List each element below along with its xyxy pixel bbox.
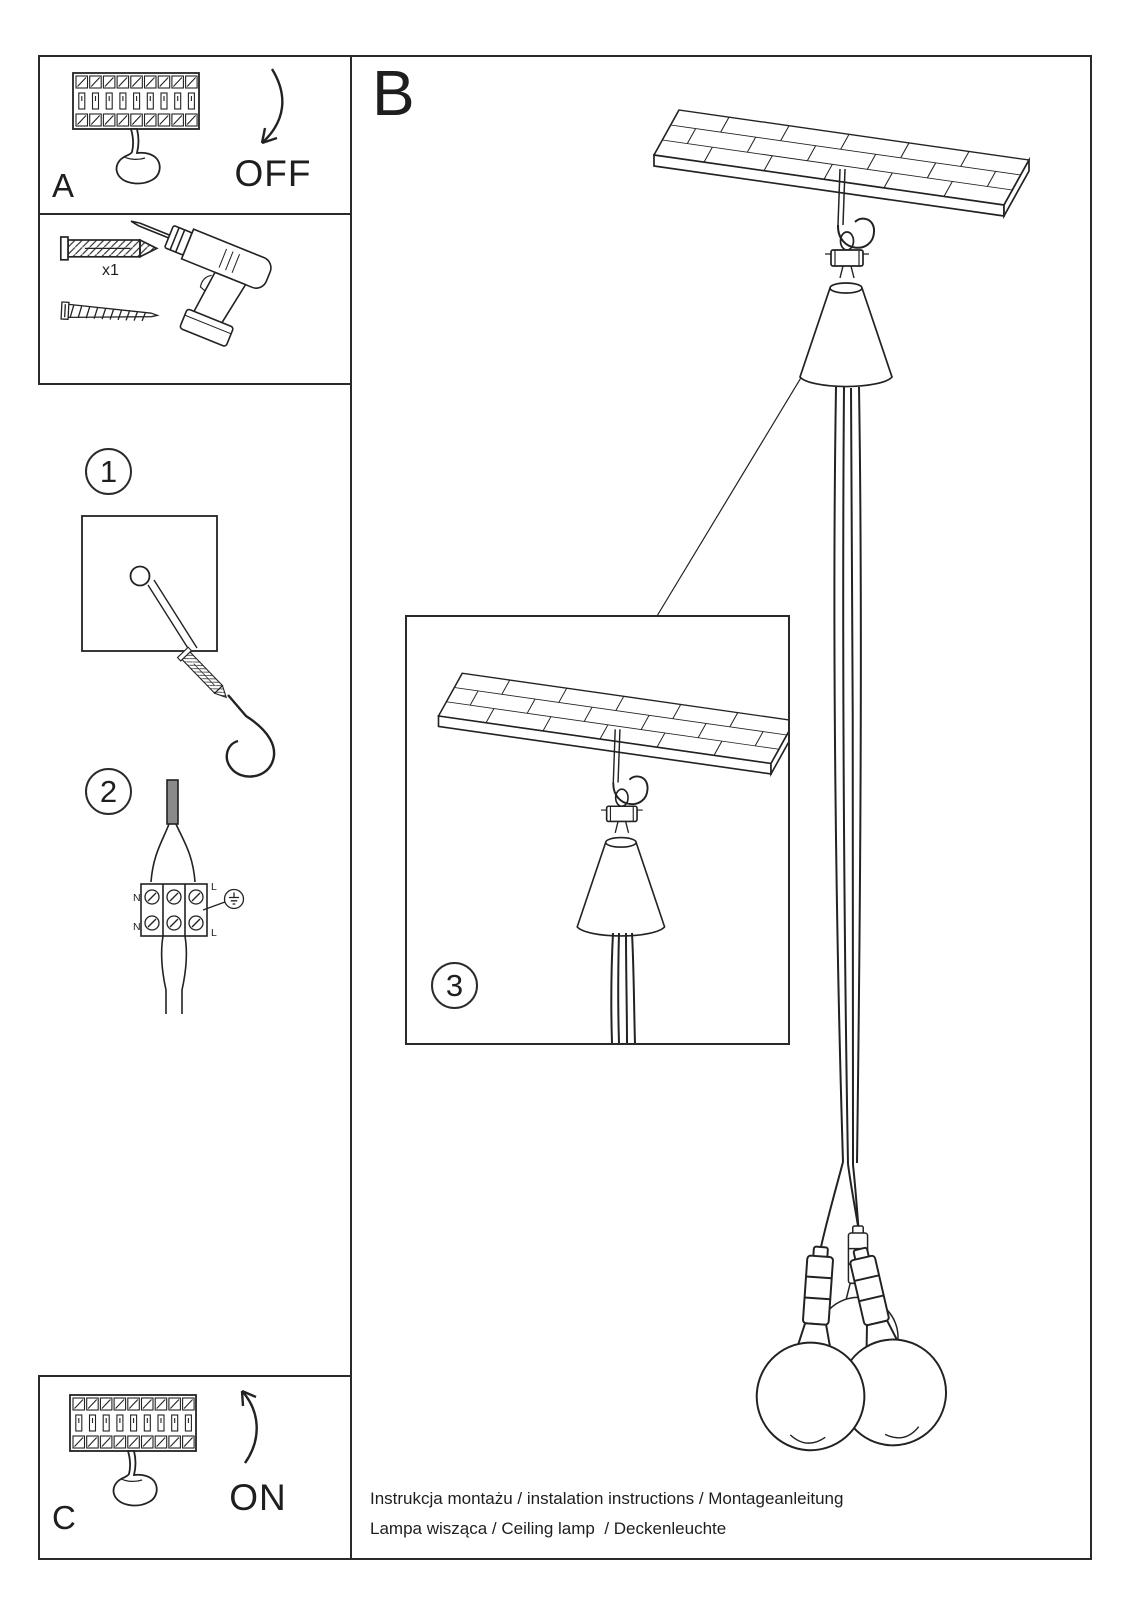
pointing-hand-icon — [112, 1450, 158, 1507]
wall-anchor-icon — [59, 236, 158, 261]
wall-anchor-icon — [176, 646, 233, 704]
outgoing-wires — [160, 935, 188, 1014]
ceiling-panel-icon — [653, 109, 1031, 388]
screw-icon — [60, 301, 160, 322]
terminal-label-l-bottom: L — [211, 927, 217, 939]
terminal-label-l-top: L — [211, 881, 217, 893]
drill-icon — [99, 205, 276, 353]
ceiling-panel-icon — [437, 672, 788, 937]
footer-line-2: Lampa wisząca / Ceiling lamp / Deckenleu… — [370, 1519, 727, 1538]
drilled-hole-icon — [129, 565, 151, 587]
ceiling-hook-icon — [225, 694, 276, 778]
wall-patch — [81, 515, 218, 652]
step-2-badge: 2 — [85, 768, 132, 815]
section-a-box: OFF A — [38, 55, 352, 215]
tools-box: x1 — [38, 205, 352, 385]
step-1-badge: 1 — [85, 448, 132, 495]
pendant-lamp-icon — [653, 109, 1031, 1457]
section-c-box: ON C — [38, 1375, 352, 1560]
ground-symbol-icon — [223, 888, 245, 910]
step-3-detail-illustration — [437, 672, 788, 1043]
ground-lead — [202, 901, 226, 911]
section-b-label: B — [372, 57, 415, 129]
step-3-detail-box: 3 — [405, 615, 790, 1045]
mains-cable — [166, 779, 179, 825]
tools-illustration — [59, 205, 276, 353]
hanging-cables — [820, 386, 862, 1250]
step-3-badge: 3 — [431, 962, 478, 1009]
step-1-illustration — [81, 515, 276, 778]
wire-leads — [150, 823, 196, 883]
footer-line-1: Instrukcja montażu / instalation instruc… — [370, 1489, 844, 1508]
curved-arrow-down-icon — [260, 68, 284, 145]
terminal-label-n-top: N — [133, 892, 141, 904]
drill-bit — [147, 579, 198, 654]
terminal-block-icon — [140, 883, 208, 937]
on-label: ON — [229, 1477, 287, 1518]
curved-arrow-up-icon — [240, 1389, 258, 1464]
section-a-label: A — [52, 167, 75, 204]
terminal-label-n-bottom: N — [133, 921, 141, 933]
section-c-label: C — [52, 1499, 76, 1536]
step-2-wiring-illustration: N L N L — [133, 779, 245, 1014]
hanging-cables — [610, 932, 636, 1043]
anchor-quantity-label: x1 — [102, 262, 119, 279]
off-label: OFF — [234, 153, 312, 194]
pointing-hand-icon — [115, 128, 161, 185]
